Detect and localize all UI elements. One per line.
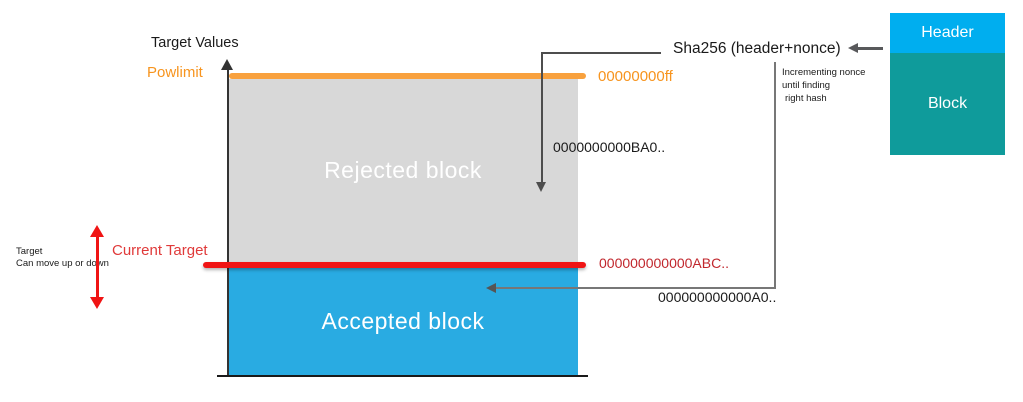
sha256-connector-horizontal xyxy=(541,52,661,54)
incrementing-nonce-note-line2: until finding xyxy=(782,80,831,91)
arrow-up-icon xyxy=(90,225,104,237)
target-move-note-line2: Can move up or down xyxy=(16,258,109,269)
arrow-left-icon xyxy=(848,43,858,53)
block-header-label: Header xyxy=(921,24,974,41)
y-axis-line xyxy=(227,68,229,376)
sha256-connector-vertical xyxy=(541,52,543,183)
header-arrow-line xyxy=(857,47,883,50)
x-baseline xyxy=(217,375,588,377)
incrementing-nonce-note-line1: Incrementing nonce xyxy=(782,67,866,78)
current-target-line xyxy=(203,262,586,268)
incrementing-nonce-note: Incrementing nonce until finding right h… xyxy=(782,66,865,105)
incrementing-nonce-note-line3: right hash xyxy=(785,93,827,104)
powlimit-hash-value: 00000000ff xyxy=(598,68,673,85)
rejected-block-area: Rejected block xyxy=(228,79,578,262)
arrow-left-icon xyxy=(486,283,496,293)
accepted-block-label: Accepted block xyxy=(321,308,485,334)
powlimit-line xyxy=(229,73,586,79)
arrow-down-icon xyxy=(90,297,104,309)
target-move-note-line1: Target xyxy=(16,246,43,257)
target-move-note: Target Can move up or down xyxy=(16,246,109,270)
current-target-hash-value: 000000000000ABC.. xyxy=(599,255,729,271)
rejected-block-label: Rejected block xyxy=(324,157,482,183)
rejected-hash-value: 0000000000BA0.. xyxy=(553,139,666,155)
accepted-connector-horizontal xyxy=(489,287,776,289)
powlimit-label: Powlimit xyxy=(147,64,203,81)
block-header-box: Header xyxy=(890,13,1005,53)
accepted-block-area: Accepted block xyxy=(228,268,578,375)
sha256-label: Sha256 (header+nonce) xyxy=(673,40,841,57)
target-range-arrow-line xyxy=(96,236,99,298)
block-body-box: Block xyxy=(890,53,1005,155)
y-axis-title: Target Values xyxy=(151,35,239,51)
accepted-hash-value: 000000000000A0.. xyxy=(658,289,777,305)
arrow-down-icon xyxy=(536,182,546,192)
y-axis-arrow-up-icon xyxy=(221,59,233,70)
block-body-label: Block xyxy=(927,95,968,112)
current-target-label: Current Target xyxy=(112,242,208,259)
nonce-connector-vertical xyxy=(774,62,776,288)
